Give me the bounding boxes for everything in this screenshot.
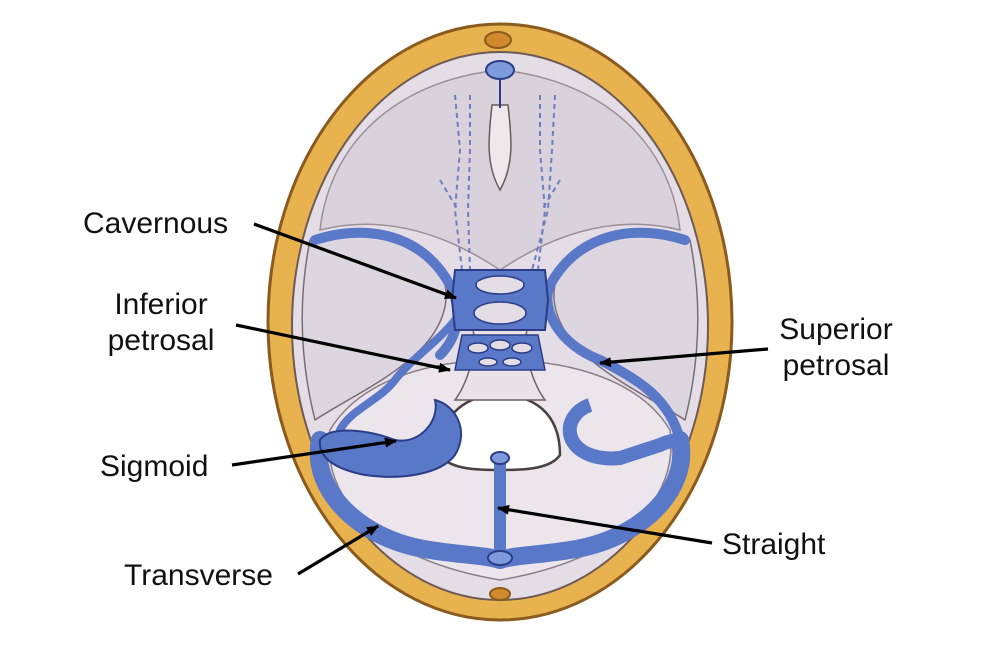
label-straight: Straight	[722, 528, 826, 561]
sinus-system	[309, 227, 691, 569]
sigmoid-arrow	[231, 437, 397, 467]
lambda-blob	[489, 587, 511, 601]
label-transverse: Transverse	[124, 559, 273, 592]
foramen-magnum	[438, 393, 562, 472]
label-superior-petrosal: Superior petrosal	[770, 312, 902, 384]
label-inferior-petrosal: Inferior petrosal	[96, 287, 226, 359]
label-superior-petrosal-line2: petrosal	[782, 349, 890, 382]
foramen-cecum	[485, 60, 515, 80]
cavernous-arrow	[253, 222, 457, 300]
superior-petrosal-arrow	[599, 347, 769, 368]
inferior-petrosal-arrow	[235, 323, 451, 373]
right-sigmoid-sinus	[562, 398, 681, 466]
anterior-vessels	[439, 94, 561, 271]
basilar-plexus	[454, 334, 546, 371]
pointer-arrows	[231, 222, 769, 576]
transverse-arrow	[297, 524, 379, 576]
label-sigmoid: Sigmoid	[100, 450, 209, 483]
label-cavernous: Cavernous	[83, 207, 229, 240]
label-inferior-petrosal-line2: petrosal	[107, 324, 215, 357]
straight-sinus-top	[490, 451, 510, 465]
bregma-blob	[484, 31, 512, 49]
crista-galli	[488, 104, 512, 192]
cavernous-sinus	[450, 269, 550, 331]
label-inferior-petrosal-line1: Inferior	[114, 288, 208, 321]
straight-arrow	[497, 504, 713, 545]
confluence-marker	[487, 550, 513, 566]
label-superior-petrosal-line1: Superior	[779, 313, 893, 346]
